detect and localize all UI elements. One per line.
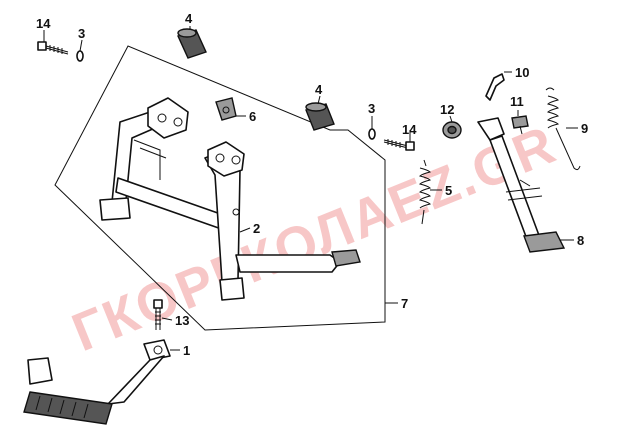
assembly-outline [54,45,386,331]
callout-14-left: 14 [36,16,51,31]
bolt-13 [153,299,163,330]
watermark-text: ГКОРГКОЛАЕZ.GR [64,114,565,363]
bracket-6 [215,97,237,121]
spring-9 [545,87,581,171]
callout-8: 8 [577,233,584,248]
callout-13: 13 [175,313,189,328]
bolt-14-left [37,41,69,55]
washer-3-left [76,50,84,62]
leader-2 [239,227,251,233]
callout-3-right: 3 [368,101,375,116]
callout-14-right: 14 [402,122,417,137]
main-stand [99,97,361,301]
spring-5 [419,159,431,225]
kick-starter-lever [23,339,171,425]
callout-3-left: 3 [78,26,85,41]
leader-4b [317,95,321,105]
callout-12: 12 [440,102,454,117]
callout-6: 6 [249,109,256,124]
washer-3-right [368,128,376,140]
callout-11: 11 [510,94,524,109]
callout-5: 5 [445,183,452,198]
rubber-stopper-top [177,28,207,59]
callout-9: 9 [581,121,588,136]
callout-1: 1 [183,343,190,358]
callout-10: 10 [515,65,529,80]
side-stand [477,117,566,253]
leader-3a [79,39,83,52]
leader-13 [161,317,173,321]
callout-2: 2 [253,221,260,236]
rubber-stopper-right [305,102,335,131]
clip-10 [485,73,505,101]
leader-12 [449,115,453,123]
pivot-collar-12 [442,121,462,139]
callout-7: 7 [401,296,408,311]
bolt-11 [511,115,529,135]
callout-4-right: 4 [315,82,323,97]
callout-4-top: 4 [185,11,193,26]
